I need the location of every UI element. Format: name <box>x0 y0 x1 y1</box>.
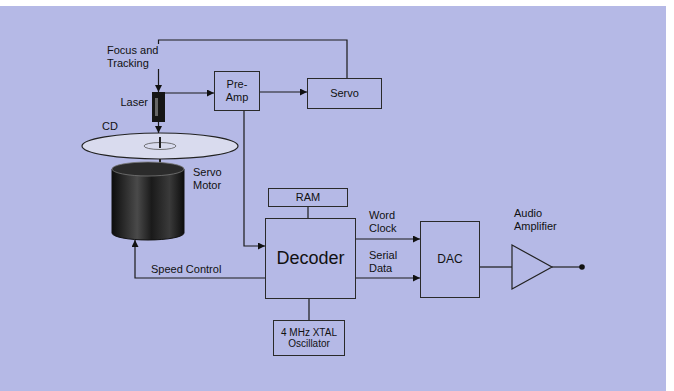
part-label: CD <box>102 120 122 133</box>
motor-top <box>112 162 184 176</box>
memory-box: RAM <box>268 188 348 207</box>
output-terminal <box>579 264 585 270</box>
signal-line <box>356 277 420 278</box>
box-label: 4 MHz XTAL Oscillator <box>278 327 340 350</box>
part-label: Servo Motor <box>193 166 235 191</box>
oscillator-box: 4 MHz XTAL Oscillator <box>273 320 345 356</box>
laser-head: Laser <box>152 92 165 122</box>
box-label: Servo <box>330 87 359 100</box>
spindle <box>159 137 161 148</box>
signal-label: Focus and Tracking <box>106 44 172 69</box>
servo-motor: Servo Motor <box>112 162 184 240</box>
process-box: Servo <box>307 78 382 109</box>
amplifier-triangle <box>512 245 552 289</box>
node-outline <box>152 92 165 122</box>
node-outline <box>82 133 238 159</box>
decoder-box: Decoder <box>265 218 356 299</box>
signal-line <box>165 92 214 93</box>
process-box: Pre-Amp <box>214 71 260 111</box>
part-label: Laser <box>112 96 148 109</box>
signal-line <box>308 299 309 320</box>
signal-line <box>135 240 265 278</box>
signal-label: Speed Control <box>150 263 242 276</box>
amplifier-symbol: Audio Amplifier <box>512 245 552 289</box>
signal-label: Serial Data <box>368 249 412 274</box>
dac-box: DAC <box>420 221 480 298</box>
signal-line <box>244 111 265 246</box>
node-outline <box>512 245 552 289</box>
signal-line <box>260 91 307 92</box>
signal-line <box>480 266 512 267</box>
box-label: Pre-Amp <box>219 78 255 103</box>
box-label: Decoder <box>276 248 344 269</box>
part-label: Audio Amplifier <box>514 207 566 232</box>
signal-line <box>159 40 348 92</box>
signal-label: Word Clock <box>368 209 412 234</box>
disc-surface <box>82 133 238 159</box>
node-outline <box>112 162 184 240</box>
box-label: DAC <box>437 253 462 267</box>
compact-disc: CD <box>82 133 238 159</box>
laser-body <box>152 92 165 122</box>
signal-line <box>356 238 420 239</box>
signal-line <box>158 122 159 133</box>
motor-body <box>112 169 184 240</box>
laser-highlight <box>155 98 158 116</box>
signal-line <box>307 207 308 218</box>
output-wire <box>552 266 580 267</box>
box-label: RAM <box>296 191 320 204</box>
